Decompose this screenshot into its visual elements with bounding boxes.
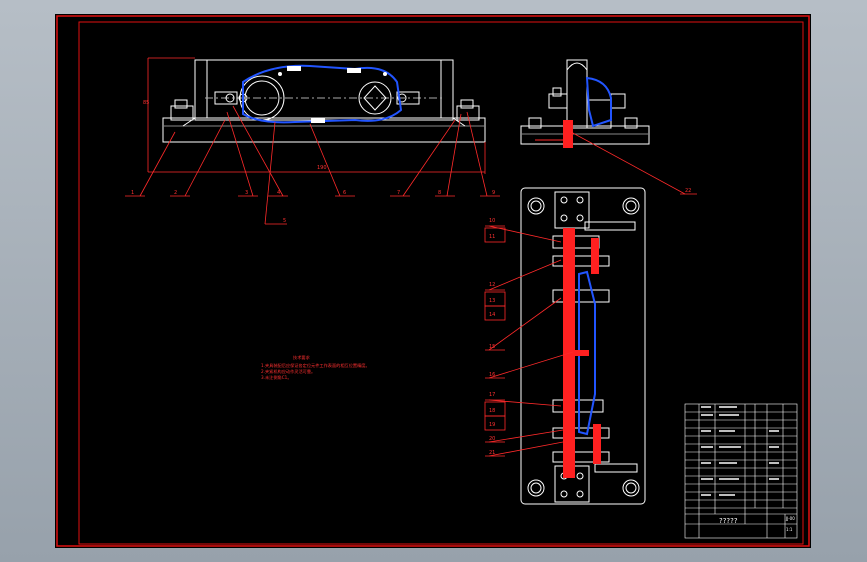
balloon-16: 16 bbox=[489, 372, 495, 378]
balloon-1: 1 bbox=[131, 190, 134, 196]
balloon-8: 8 bbox=[438, 190, 441, 196]
balloon-4: 4 bbox=[277, 190, 280, 196]
balloon-2: 2 bbox=[174, 190, 177, 196]
balloon-18: 18 bbox=[489, 408, 495, 414]
technical-notes: 技术要求 1.夹具装配后应保证各定位元件工作表面的相互位置精度。 2.夹紧机构应… bbox=[261, 354, 370, 381]
balloon-22: 22 bbox=[685, 188, 691, 194]
balloon-5: 5 bbox=[283, 218, 286, 224]
outer-border bbox=[56, 15, 810, 547]
drawing-sheet: 85 190 1 2 3 4 5 6 7 8 9 bbox=[55, 14, 811, 548]
balloon-19: 19 bbox=[489, 422, 495, 428]
side-locating-pin bbox=[563, 120, 573, 148]
title-block bbox=[684, 403, 798, 539]
height-dim: 85 bbox=[143, 100, 149, 106]
overall-length-dim: 190 bbox=[317, 165, 327, 171]
side-view bbox=[520, 59, 650, 145]
balloon-17: 17 bbox=[489, 392, 495, 398]
front-leaders bbox=[125, 105, 500, 225]
top-leaders bbox=[485, 225, 574, 457]
balloon-14: 14 bbox=[489, 312, 495, 318]
notes-line-1: 1.夹具装配后应保证各定位元件工作表面的相互位置精度。 bbox=[261, 362, 370, 369]
balloon-7: 7 bbox=[397, 190, 400, 196]
notes-heading: 技术要求 bbox=[293, 354, 311, 361]
top-label-boxes bbox=[484, 227, 506, 431]
balloon-6: 6 bbox=[343, 190, 346, 196]
notes-line-2: 2.夹紧机构应动作灵活可靠。 bbox=[261, 368, 315, 375]
title-block-scale: 1:1 bbox=[786, 527, 793, 532]
balloon-11: 11 bbox=[489, 234, 495, 240]
front-view bbox=[162, 59, 486, 143]
balloon-15: 15 bbox=[489, 344, 495, 350]
top-view bbox=[520, 187, 646, 505]
balloon-21: 21 bbox=[489, 450, 495, 456]
title-block-ticks bbox=[701, 406, 779, 496]
balloon-9: 9 bbox=[492, 190, 495, 196]
balloon-20: 20 bbox=[489, 436, 495, 442]
top-workpiece-contour bbox=[578, 270, 596, 436]
side-leaders bbox=[570, 131, 697, 195]
balloon-10: 10 bbox=[489, 218, 495, 224]
title-block-drawing-no: JJ-00 bbox=[785, 516, 795, 521]
inner-border bbox=[78, 21, 804, 545]
notes-line-3: 3.未注倒角C1。 bbox=[261, 374, 292, 381]
balloon-3: 3 bbox=[245, 190, 248, 196]
contour-markers bbox=[278, 66, 387, 123]
cad-drawing: 85 190 1 2 3 4 5 6 7 8 9 bbox=[56, 15, 810, 547]
balloon-12: 12 bbox=[489, 282, 495, 288]
dimension-lines bbox=[147, 57, 486, 174]
title-block-title: ????? bbox=[719, 517, 738, 525]
fixture-body bbox=[194, 59, 454, 121]
side-workpiece-contour bbox=[585, 76, 612, 128]
balloon-13: 13 bbox=[489, 298, 495, 304]
